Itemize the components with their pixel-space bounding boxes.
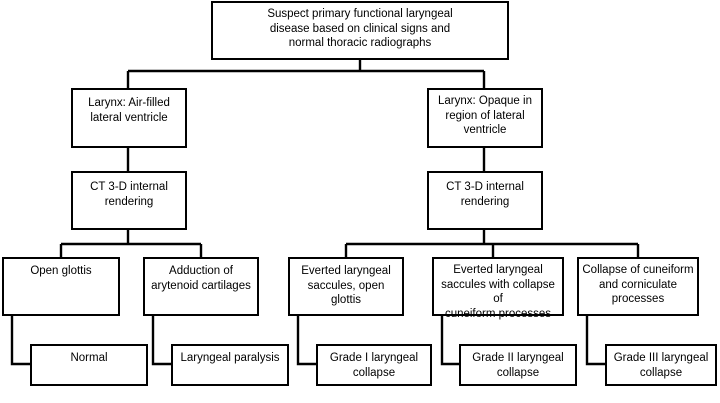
everted-collapse-node: Everted laryngeal saccules with collapse…: [432, 257, 564, 320]
larynx-air-filled-node: Larynx: Air-filled lateral ventricle: [71, 88, 187, 148]
collapse-cuneiform-node: Collapse of cuneiform and corniculate pr…: [577, 257, 699, 316]
root-node: Suspect primary functional laryngeal dis…: [211, 1, 509, 60]
outcome-grade3-node: Grade III laryngeal collapse: [605, 344, 717, 386]
open-glottis-node: Open glottis: [2, 257, 120, 316]
everted-open-glottis-node: Everted laryngeal saccules, open glottis: [288, 257, 404, 316]
ct-rendering-right-node: CT 3-D internal rendering: [427, 171, 543, 230]
outcome-grade2-node: Grade II laryngeal collapse: [459, 344, 577, 386]
outcome-paralysis-node: Laryngeal paralysis: [171, 344, 289, 386]
outcome-normal-node: Normal: [30, 344, 148, 386]
adduction-node: Adduction of arytenoid cartilages: [143, 257, 259, 316]
ct-rendering-left-node: CT 3-D internal rendering: [71, 171, 187, 230]
outcome-grade1-node: Grade I laryngeal collapse: [316, 344, 432, 386]
larynx-opaque-node: Larynx: Opaque in region of lateral vent…: [427, 88, 543, 148]
